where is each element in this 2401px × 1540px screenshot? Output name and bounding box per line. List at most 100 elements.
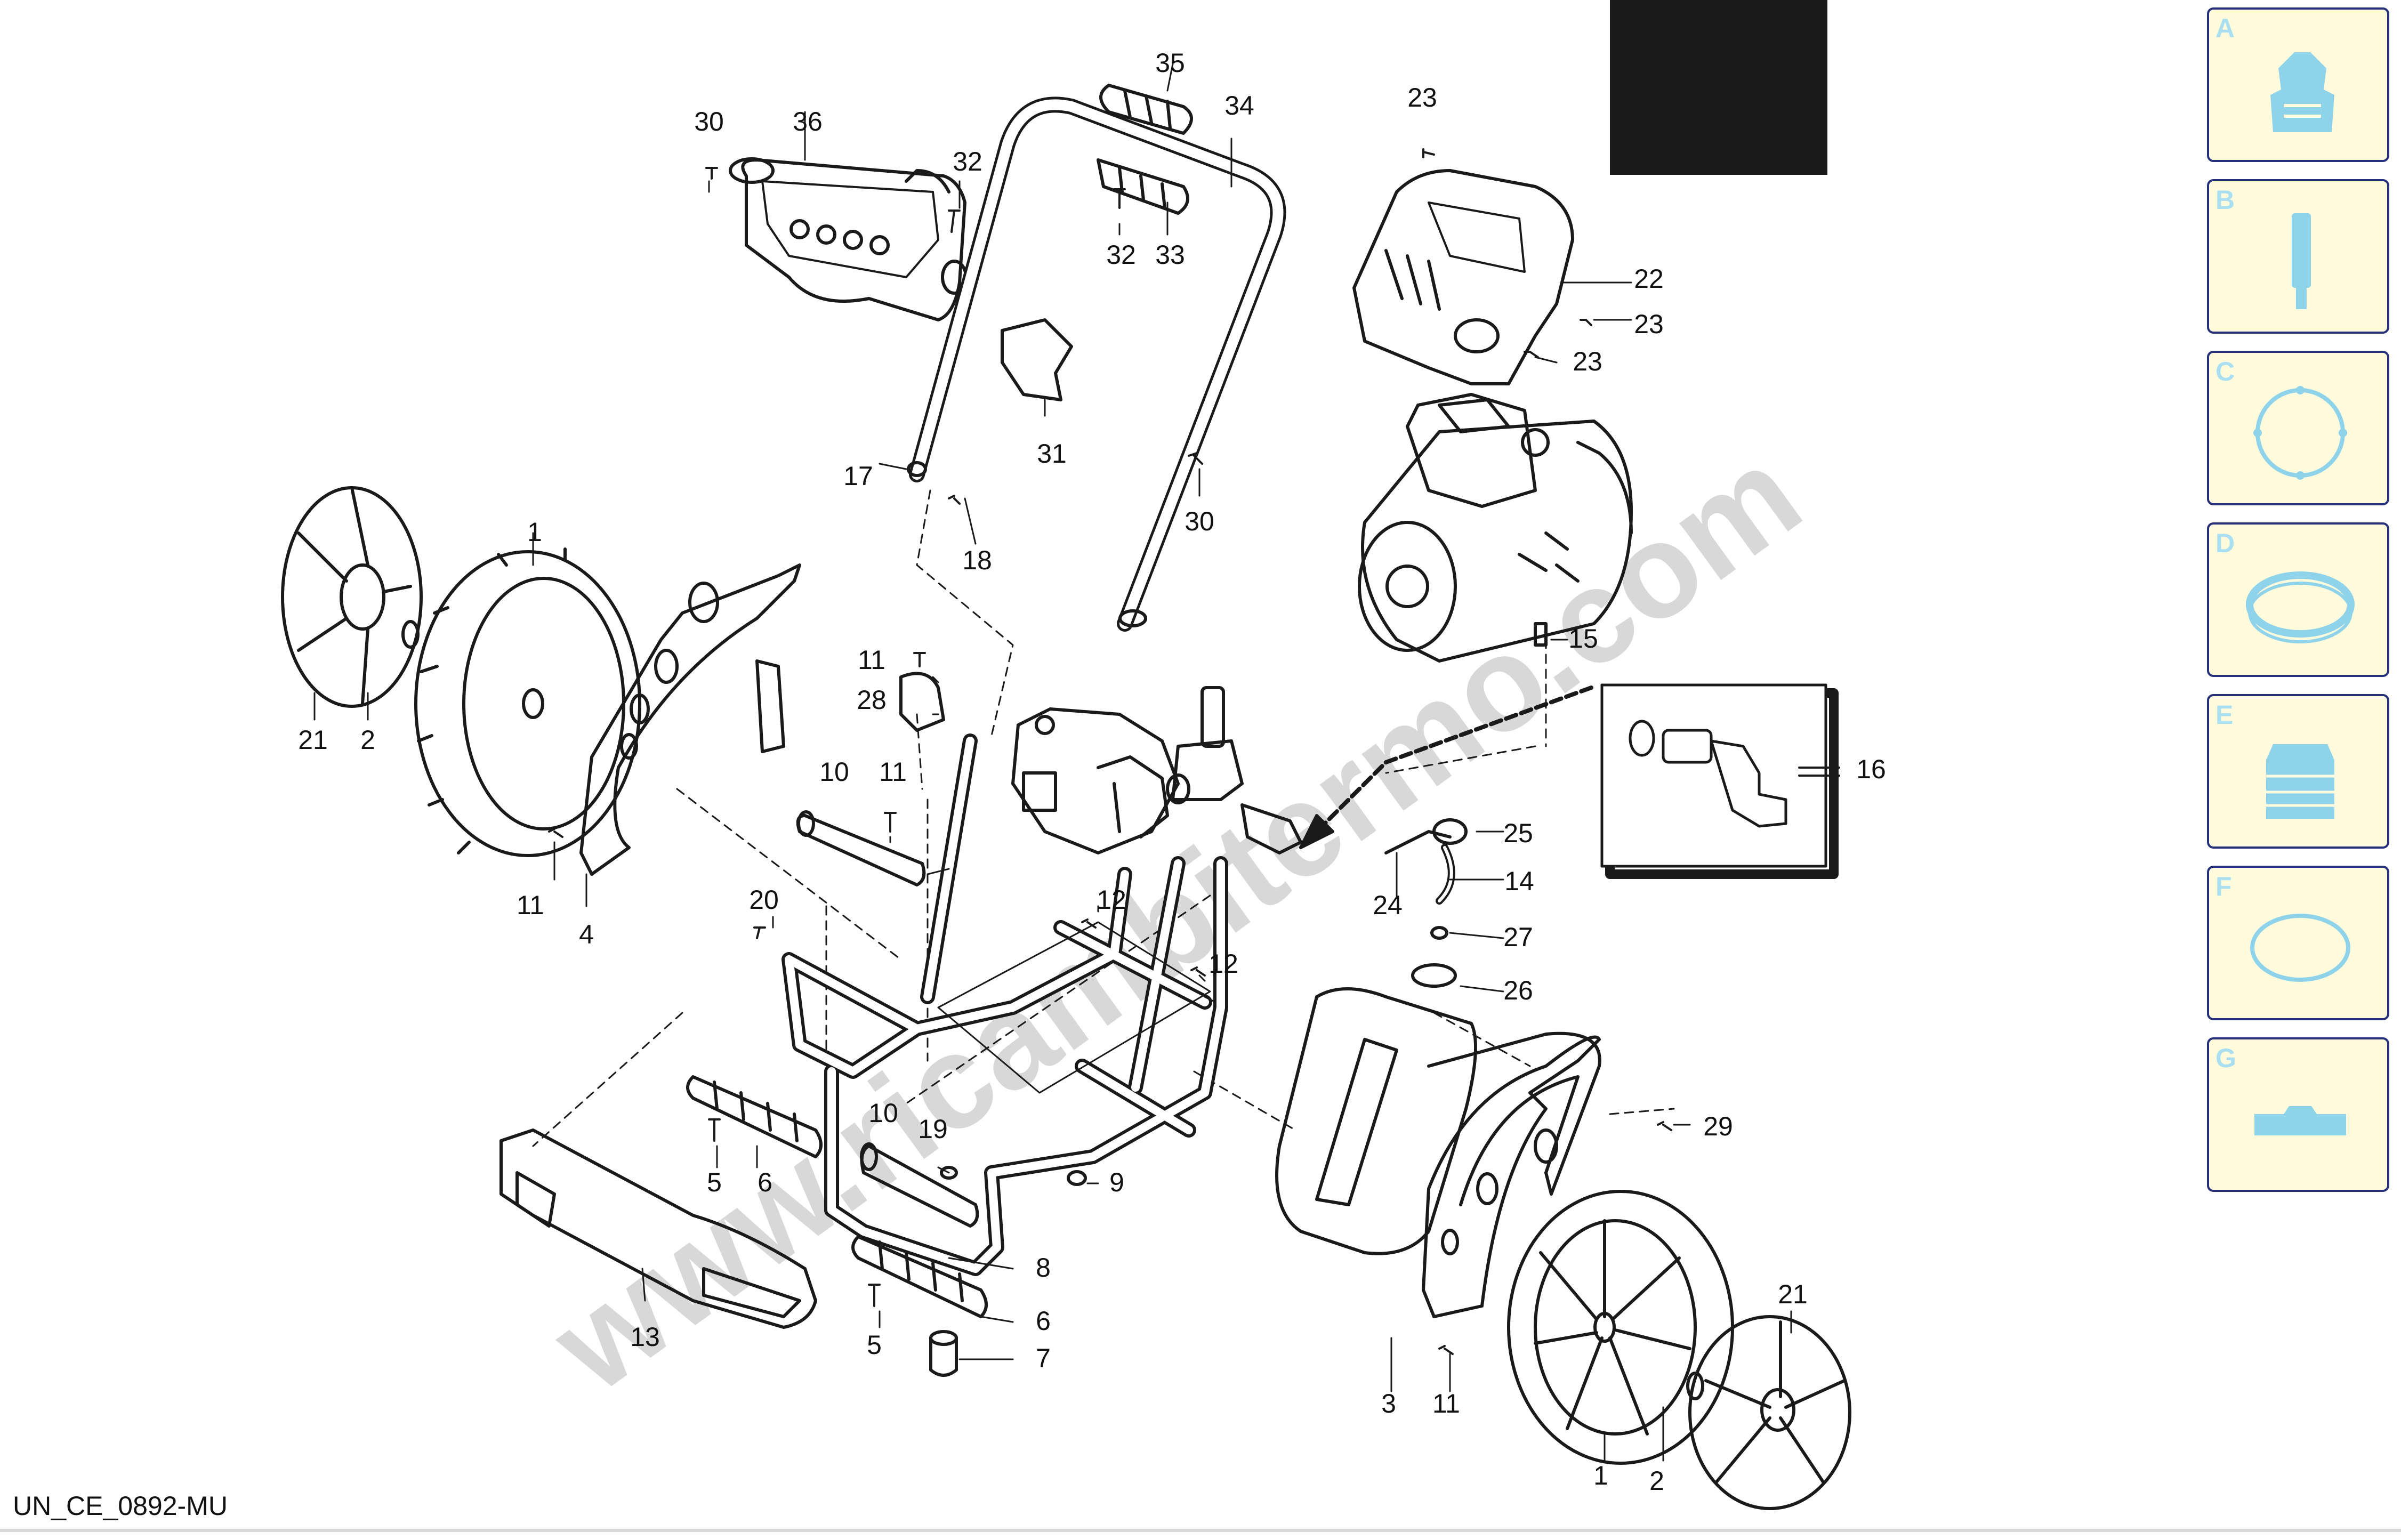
callout-24: 24 [1373,890,1403,920]
callout-22: 22 [1634,264,1664,294]
callout-15: 15 [1568,624,1598,654]
axle-tube-10-upper [796,810,926,886]
callout-35: 35 [1155,48,1185,78]
callout-18: 18 [962,545,992,575]
washer-right [1686,1372,1704,1400]
callout-5-left: 5 [707,1167,722,1197]
section-thumb-c[interactable]: C [2207,351,2389,505]
callout-11-upper: 11 [858,645,885,675]
callout-11-mid: 11 [879,757,907,787]
callout-29: 29 [1703,1111,1733,1141]
callout-25: 25 [1503,818,1533,848]
clamp-28 [899,672,945,732]
clip-33 [1097,158,1189,215]
wheel-left [414,547,641,857]
callout-4: 4 [579,920,594,949]
hubcap-right [1688,1315,1851,1510]
callout-21-right: 21 [1778,1279,1808,1309]
leader-lines [313,63,1792,1462]
section-letter: B [2215,185,2235,215]
section-thumb-e[interactable]: E [2207,694,2389,849]
wheel-arch-right [1422,1031,1601,1318]
gun-nozzle-icon [2270,52,2334,132]
callout-6-lower: 6 [1036,1306,1051,1336]
callout-12-upper: 12 [1097,885,1126,915]
nuts [907,461,1087,1186]
section-thumb-b[interactable]: B [2207,179,2389,334]
callout-1-right: 1 [1593,1461,1608,1490]
section-thumb-g[interactable]: G [2207,1037,2389,1192]
section-letter: E [2215,700,2234,730]
wheel-right [1507,1190,1734,1465]
detergent-tank [1275,963,1477,1255]
seal-ring-icon [2246,571,2355,643]
callout-30-mid: 30 [1185,506,1214,536]
callout-31: 31 [1037,439,1067,469]
section-letter: D [2215,528,2235,558]
hubcap-left [281,486,423,708]
washer-left [401,620,420,649]
callout-16: 16 [1856,754,1886,784]
section-letter: C [2215,357,2235,386]
callouts: 1 1 2 2 3 4 5 5 6 6 7 8 9 10 10 11 11 11… [298,48,1886,1496]
callout-6-left: 6 [758,1167,772,1197]
callout-26: 26 [1503,975,1533,1005]
callout-8: 8 [1036,1253,1051,1283]
watermark-text: www.ricambitermo.com [526,418,1826,1420]
callout-33: 33 [1155,240,1185,270]
callout-11-right: 11 [1432,1389,1460,1418]
section-thumb-d[interactable]: D [2207,522,2389,677]
drawing-code: UN_CE_0892-MU [13,1491,228,1521]
section-letter: A [2215,13,2235,43]
callout-1-left: 1 [527,517,542,547]
callout-9: 9 [1109,1167,1124,1197]
section-letter: G [2215,1043,2236,1073]
callout-23-low: 23 [1573,346,1602,376]
motor-hood [1352,169,1574,385]
screws [548,148,1672,1355]
callout-13: 13 [630,1322,660,1352]
callout-32-top: 32 [953,147,982,176]
rubber-foot-7 [929,1330,958,1377]
callout-36: 36 [793,107,823,136]
callout-23-mid: 23 [1634,309,1664,339]
callout-21-left: 21 [298,725,328,755]
grip-35 [1099,84,1193,135]
callout-5-lower: 5 [867,1330,882,1360]
exploded-parts-diagram: www.ricambitermo.com [281,0,1886,1510]
wheel-arch-left [579,563,801,876]
bottom-divider [0,1529,2401,1532]
front-cover [499,1128,817,1329]
section-thumb-f[interactable]: F [2207,866,2389,1020]
callout-17: 17 [843,461,873,491]
callout-14: 14 [1504,866,1534,896]
axle-tube-10-lower [860,1142,979,1228]
skid-rail-6-left [686,1075,823,1158]
section-thumb-a[interactable]: A [2207,7,2389,162]
plate-icon [2254,1106,2346,1135]
ring-dots-icon [2253,386,2347,480]
fitting-15 [1534,622,1548,647]
callout-28: 28 [857,685,887,715]
callout-3: 3 [1381,1389,1396,1418]
callout-20: 20 [749,885,779,915]
callout-32-mid: 32 [1106,240,1136,270]
callout-2-right: 2 [1649,1466,1664,1496]
callout-19: 19 [918,1114,948,1144]
callout-7: 7 [1036,1343,1051,1373]
cylinder-icon [2266,744,2334,819]
control-panel [729,157,968,321]
callout-10-lower: 10 [868,1098,898,1128]
section-letter: F [2215,872,2232,901]
handle-frame [909,96,1286,632]
inset-box-part-16 [1299,0,1840,879]
bracket-31 [1001,318,1073,401]
callout-23-top: 23 [1407,83,1437,112]
lance-icon [2292,213,2311,309]
callout-27: 27 [1503,922,1533,952]
chassis-plate [937,921,1211,1094]
callout-30-top: 30 [694,107,724,136]
hose-parts [1384,818,1468,940]
callout-10-upper: 10 [819,757,849,787]
callout-12-right: 12 [1208,949,1238,979]
